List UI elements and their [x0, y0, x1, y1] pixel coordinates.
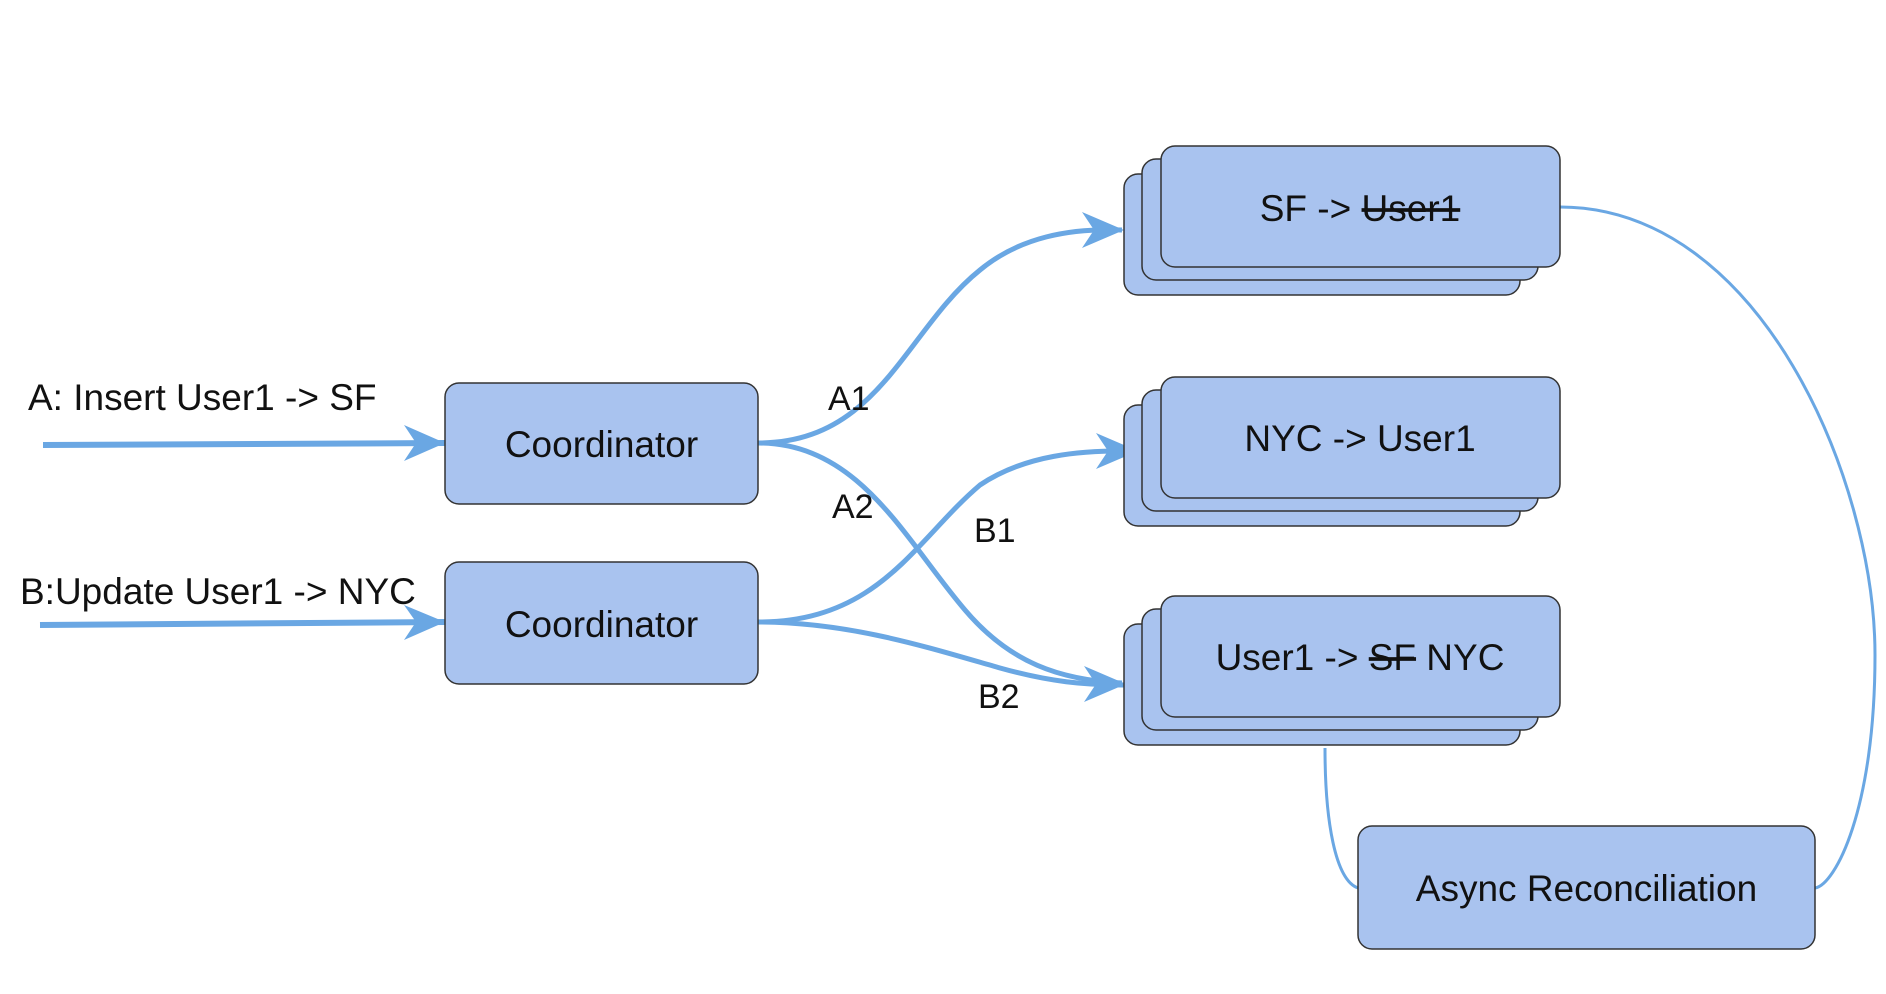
input-label-b: B:Update User1 -> NYC	[20, 571, 416, 612]
edge-label-a1: A1	[828, 380, 870, 418]
arrowhead-a1	[1082, 212, 1124, 248]
replica-nyc-front	[1160, 376, 1561, 499]
arrowhead-b2	[1084, 666, 1126, 702]
async-reconciliation[interactable]: Async Reconciliation	[1357, 825, 1816, 950]
replica-user1-label: User1 -> SF NYC	[1216, 637, 1505, 678]
replica-user1-prefix: User1 ->	[1216, 637, 1369, 678]
edge-user1-to-reconciliation	[1323, 747, 1359, 890]
replica-nyc-prefix: NYC -> User1	[1244, 418, 1475, 459]
coordinator-2[interactable]: Coordinator	[444, 561, 759, 685]
coordinator-2-label: Coordinator	[505, 604, 698, 645]
coordinator-1-label: Coordinator	[505, 424, 698, 465]
edge-label-a2: A2	[832, 488, 874, 526]
replica-stack-user1[interactable]: User1 -> SF NYC	[1123, 595, 1561, 746]
edge-sf-to-reconciliation	[1559, 205, 1877, 890]
async-reconciliation-label: Async Reconciliation	[1416, 868, 1757, 909]
arrowhead-input-a	[404, 425, 445, 461]
edge-label-b1: B1	[974, 512, 1016, 550]
replica-sf-label: SF -> User1	[1260, 188, 1460, 229]
edge-labels: A1 A2 B1 B2	[828, 380, 1020, 716]
coordinator-2-box	[444, 561, 759, 685]
edge-a1	[757, 227, 1123, 446]
replica-sf-prefix: SF ->	[1260, 188, 1362, 229]
edge-b2	[757, 619, 1125, 688]
replica-sf-front	[1160, 145, 1561, 268]
replica-user1-struck: SF	[1369, 637, 1416, 678]
replica-nyc-label: NYC -> User1	[1244, 418, 1475, 459]
replica-user1-suffix: NYC	[1416, 637, 1504, 678]
edge-a2	[757, 440, 1123, 686]
edge-input-b	[39, 619, 446, 628]
edge-input-a	[42, 440, 446, 448]
replica-stack-nyc[interactable]: NYC -> User1	[1123, 376, 1561, 527]
async-reconciliation-box	[1357, 825, 1816, 950]
replica-stack-sf[interactable]: SF -> User1	[1123, 145, 1561, 296]
edge-b1	[757, 448, 1136, 625]
edge-label-b2: B2	[978, 678, 1020, 716]
replica-user1-front	[1160, 595, 1561, 718]
edges	[39, 205, 1877, 890]
coordinator-1[interactable]: Coordinator	[444, 382, 759, 505]
arrowhead-input-b	[404, 605, 445, 640]
input-label-a: A: Insert User1 -> SF	[28, 377, 377, 418]
replica-sf-struck: User1	[1362, 188, 1461, 229]
arrowhead-b1	[1096, 433, 1138, 469]
coordinator-1-box	[444, 382, 759, 505]
